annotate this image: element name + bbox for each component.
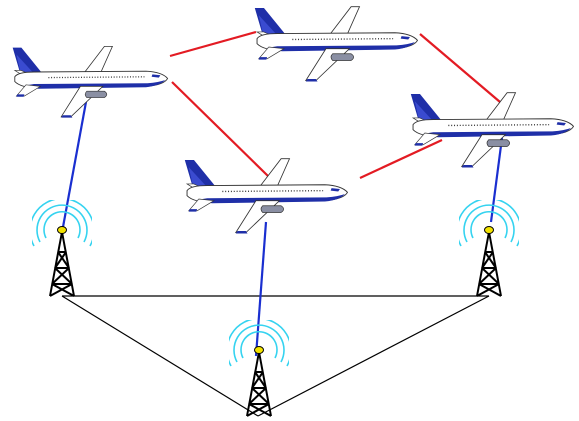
tower-3	[459, 200, 519, 297]
link-tower2-tower3	[257, 295, 490, 417]
airplane-icon	[254, 6, 419, 83]
tower-1	[32, 200, 92, 297]
aircraft-2	[254, 6, 419, 83]
ground-links	[61, 295, 490, 417]
airplane-icon	[12, 45, 169, 119]
air-links	[169, 30, 501, 179]
radio-tower-icon	[229, 320, 289, 417]
link-aircraft2-aircraft4	[419, 33, 501, 103]
link-aircraft1-aircraft3	[171, 81, 269, 177]
tower-2	[229, 320, 289, 417]
link-tower1-tower2	[61, 295, 259, 417]
link-aircraft3-tower2	[254, 221, 268, 357]
link-aircraft4-tower3	[489, 137, 504, 223]
airplane-icon	[410, 92, 575, 169]
aircraft-4	[410, 92, 575, 169]
aircraft-1	[12, 45, 169, 119]
link-aircraft3-aircraft4	[359, 139, 443, 179]
radio-tower-icon	[459, 200, 519, 297]
radio-tower-icon	[32, 200, 92, 297]
air-ground-links	[61, 101, 504, 357]
link-aircraft1-aircraft2	[169, 30, 257, 58]
